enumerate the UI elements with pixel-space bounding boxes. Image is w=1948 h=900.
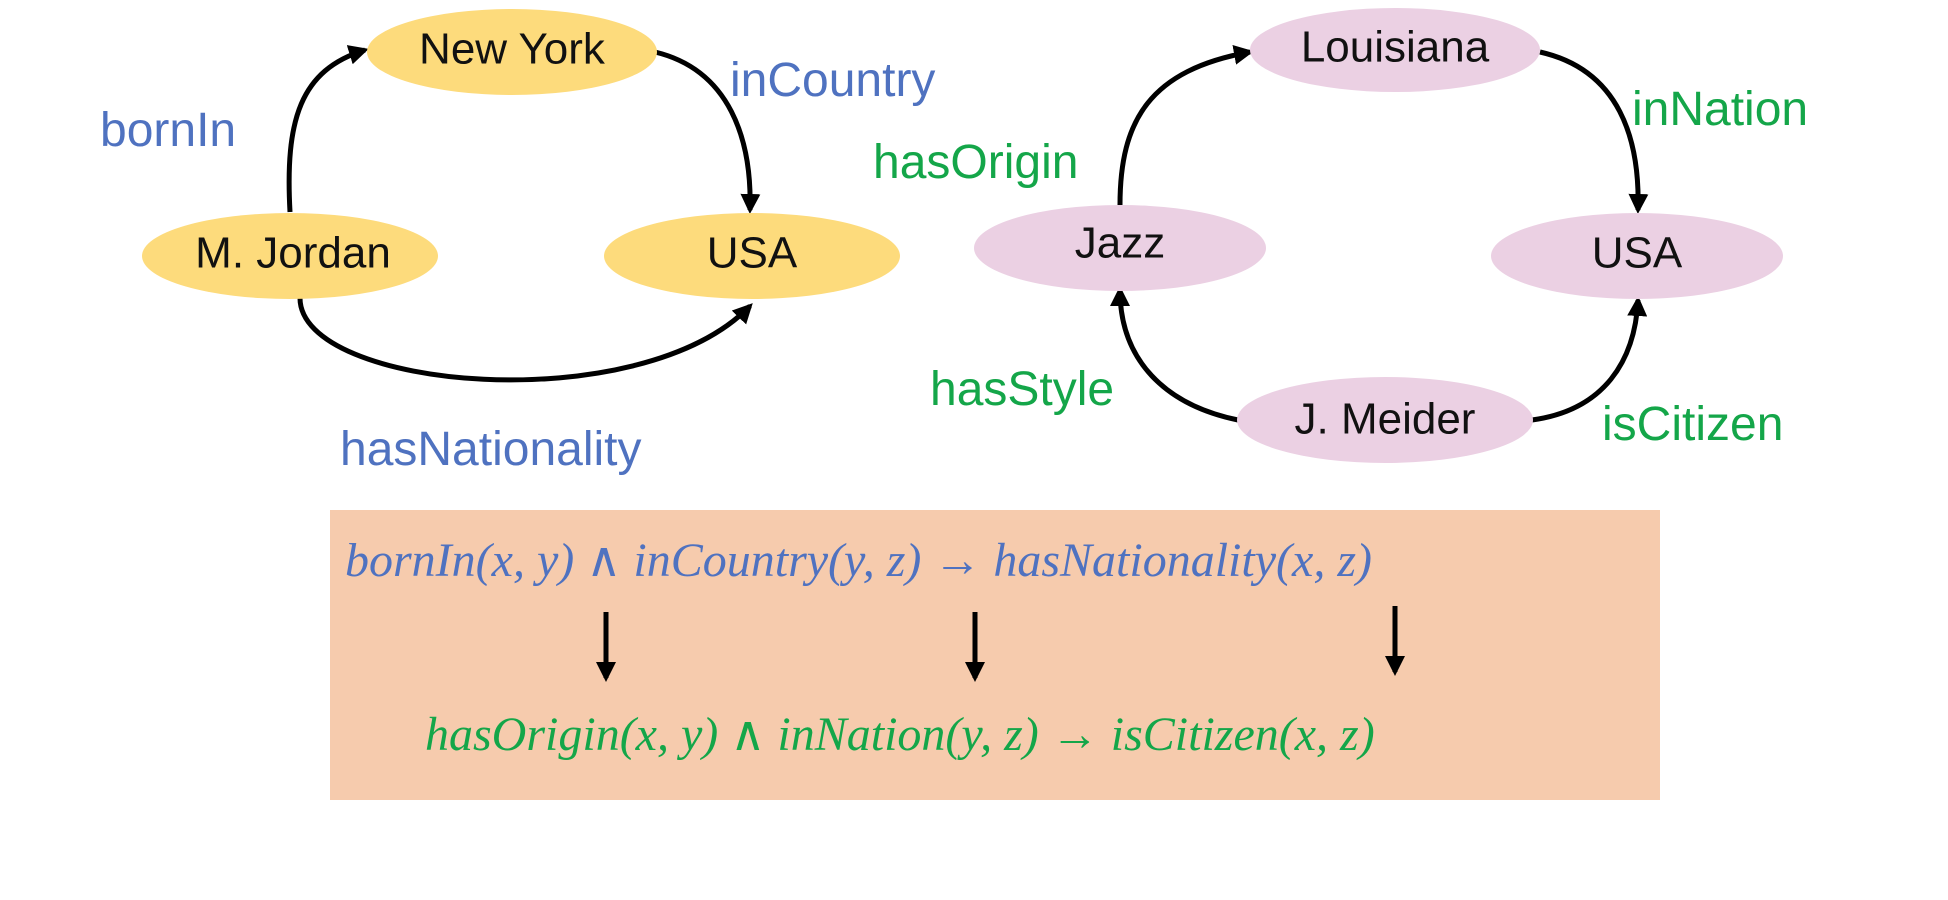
edge-hasorigin-arrow: [1117, 45, 1254, 206]
node-new-york: New York: [367, 9, 657, 95]
rule-transfer-box: [330, 510, 1660, 800]
node-louisiana-label: Louisiana: [1301, 23, 1490, 72]
node-usa-left: USA: [604, 213, 900, 299]
edge-label-iscitizen: isCitizen: [1602, 398, 1783, 451]
edge-iscitizen-arrow: [1531, 296, 1648, 423]
node-new-york-label: New York: [419, 25, 606, 74]
node-usa-right: USA: [1491, 213, 1783, 299]
edge-bornin-arrow: [286, 45, 369, 213]
node-m-jordan-label: M. Jordan: [195, 229, 391, 278]
target-rule-formula: hasOrigin(x, y) ∧ inNation(y, z) → isCit…: [425, 708, 1375, 761]
node-m-jordan: M. Jordan: [142, 213, 438, 299]
node-usa-right-label: USA: [1592, 229, 1683, 278]
node-j-meider: J. Meider: [1237, 377, 1533, 463]
edge-label-hasorigin: hasOrigin: [873, 136, 1078, 189]
edge-incountry-arrow: [654, 49, 761, 214]
edge-label-hasstyle: hasStyle: [930, 363, 1114, 416]
node-usa-left-label: USA: [707, 229, 798, 278]
edge-label-incountry: inCountry: [730, 54, 935, 107]
node-jazz-label: Jazz: [1075, 219, 1165, 268]
source-rule-formula: bornIn(x, y) ∧ inCountry(y, z) → hasNati…: [345, 534, 1372, 587]
edge-label-innation: inNation: [1632, 83, 1808, 136]
node-j-meider-label: J. Meider: [1295, 395, 1476, 444]
edge-label-hasnationality: hasNationality: [340, 423, 642, 476]
node-louisiana: Louisiana: [1250, 8, 1540, 92]
edge-innation-arrow: [1539, 49, 1649, 214]
edge-label-bornin: bornIn: [100, 104, 236, 157]
node-jazz: Jazz: [974, 205, 1266, 291]
edge-hasstyle-arrow: [1110, 286, 1239, 423]
edge-hasnationality-arrow: [297, 297, 753, 383]
